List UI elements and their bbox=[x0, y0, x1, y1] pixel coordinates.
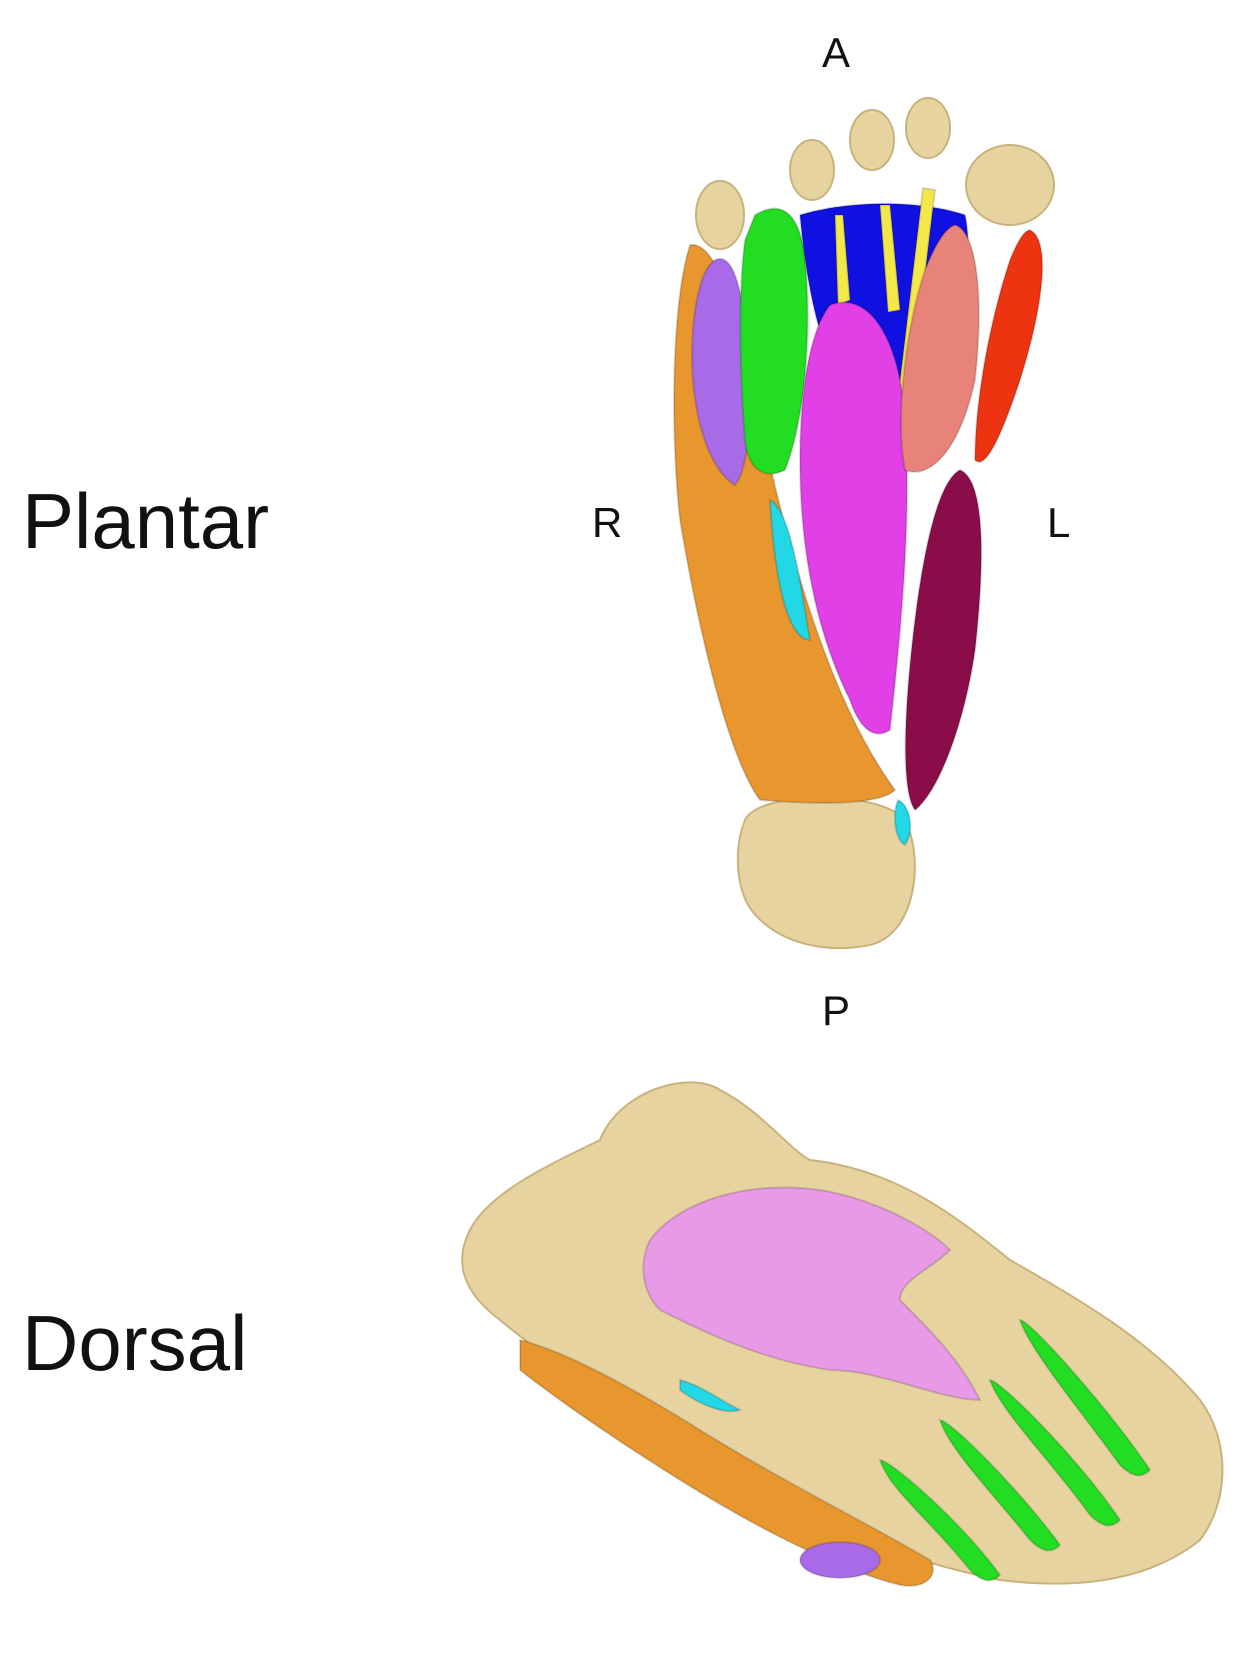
toe-bone bbox=[695, 180, 745, 250]
abductor-hallucis-tendon bbox=[973, 228, 1044, 463]
abductor-digiti-minimi-muscle bbox=[519, 1338, 935, 1587]
abductor-hallucis-muscle bbox=[904, 468, 983, 812]
plantar-bones bbox=[695, 97, 1055, 949]
tendon-sheath bbox=[679, 1378, 743, 1413]
plantar-muscle-edge bbox=[799, 1541, 881, 1579]
flexor-hallucis-brevis-muscle bbox=[900, 223, 980, 473]
toe-bone bbox=[789, 139, 835, 201]
flexor-digitorum-brevis-muscle bbox=[798, 301, 909, 735]
plantar-view-label: Plantar bbox=[22, 477, 270, 565]
toe-bone bbox=[849, 109, 895, 171]
extensor-digitorum-brevis-muscle bbox=[642, 1186, 982, 1402]
quadratus-plantae-muscle bbox=[768, 498, 812, 642]
dorsal-view-label: Dorsal bbox=[22, 1299, 248, 1387]
dorsal-interosseous-muscle bbox=[938, 1418, 1062, 1552]
toe-bone bbox=[965, 144, 1055, 226]
toe-bone bbox=[905, 97, 951, 159]
quadratus-plantae-muscle bbox=[893, 798, 912, 847]
left-label: L bbox=[1047, 499, 1071, 546]
posterior-label: P bbox=[822, 987, 851, 1034]
right-label: R bbox=[592, 499, 623, 546]
anterior-label: A bbox=[822, 29, 851, 76]
dorsal-interosseous-muscle bbox=[878, 1458, 1002, 1582]
dorsal-interosseous-muscle bbox=[1018, 1318, 1152, 1477]
dorsal-interosseous-muscle bbox=[988, 1378, 1122, 1527]
plantar-muscles bbox=[673, 186, 1044, 847]
interossei-muscle bbox=[739, 207, 809, 475]
dorsal-muscles bbox=[519, 1186, 1152, 1587]
lumbrical-muscle bbox=[878, 204, 902, 314]
